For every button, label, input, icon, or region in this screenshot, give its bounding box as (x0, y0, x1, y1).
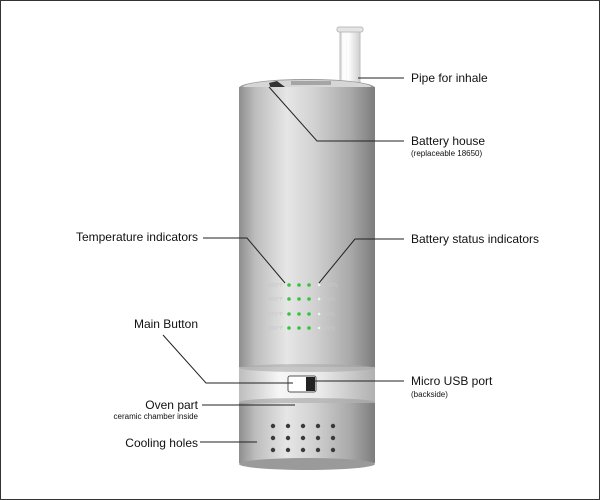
cooling-hole (285, 423, 291, 429)
temperature-led (307, 283, 311, 287)
leader-battery-status (318, 238, 404, 284)
leader-lines (162, 77, 404, 443)
temperature-led (297, 312, 301, 316)
temperature-value: 370°F (268, 312, 283, 318)
battery-value: 75% (324, 297, 335, 303)
device-body (239, 87, 375, 371)
cooling-hole (315, 435, 321, 441)
temperature-led (297, 297, 301, 301)
temperature-led (307, 297, 311, 301)
temperature-value: 400°F (268, 297, 283, 303)
temperature-led (297, 326, 301, 330)
leader-temperature (203, 237, 286, 284)
leader-battery-house (268, 86, 404, 142)
oven-part (239, 403, 375, 470)
temperature-label: Temperature indicators (75, 230, 198, 244)
cooling-label: Cooling holes (125, 436, 198, 450)
cooling-hole (315, 447, 321, 453)
battery-house-sublabel: (replaceable 18650) (411, 149, 483, 158)
temperature-led (297, 283, 301, 287)
battery-value: 25% (324, 326, 335, 332)
temperature-led (307, 326, 311, 330)
temperature-led (287, 326, 291, 330)
cooling-hole (330, 435, 336, 441)
main-button-label: Main Button (133, 317, 198, 331)
cooling-hole (270, 423, 276, 429)
battery-led (316, 296, 322, 302)
battery-status-label: Battery status indicators (411, 232, 540, 246)
cooling-hole (300, 423, 306, 429)
oven-label: Oven part (145, 398, 198, 412)
micro-usb-sublabel: (backside) (411, 390, 448, 399)
oven-sublabel: ceramic chamber inside (113, 412, 198, 421)
temperature-led (307, 312, 311, 316)
cooling-hole (300, 447, 306, 453)
cooling-hole (285, 447, 291, 453)
cooling-hole (330, 423, 336, 429)
indicator-panel: 430°F 100% 400°F 75% 370°F 50% 350°F 25% (268, 282, 339, 332)
leader-main-button (162, 334, 293, 384)
temperature-value: 430°F (268, 283, 283, 289)
cooling-hole (270, 447, 276, 453)
cooling-hole (270, 435, 276, 441)
glass-pipe (336, 26, 364, 88)
battery-led (316, 282, 322, 288)
battery-led (316, 311, 322, 317)
main-button (287, 375, 317, 393)
temperature-led (287, 297, 291, 301)
temperature-led (287, 312, 291, 316)
cooling-holes (270, 423, 336, 453)
cooling-hole (300, 435, 306, 441)
temperature-value: 350°F (268, 326, 283, 332)
battery-value: 50% (324, 312, 335, 318)
cooling-hole (315, 423, 321, 429)
battery-value: 100% (324, 283, 339, 289)
cooling-hole (285, 435, 291, 441)
temperature-led (287, 283, 291, 287)
battery-house-label: Battery house (411, 134, 486, 148)
cooling-hole (330, 447, 336, 453)
battery-led (316, 325, 322, 331)
micro-usb-label: Micro USB port (411, 374, 493, 388)
pipe-label: Pipe for inhale (411, 71, 488, 85)
